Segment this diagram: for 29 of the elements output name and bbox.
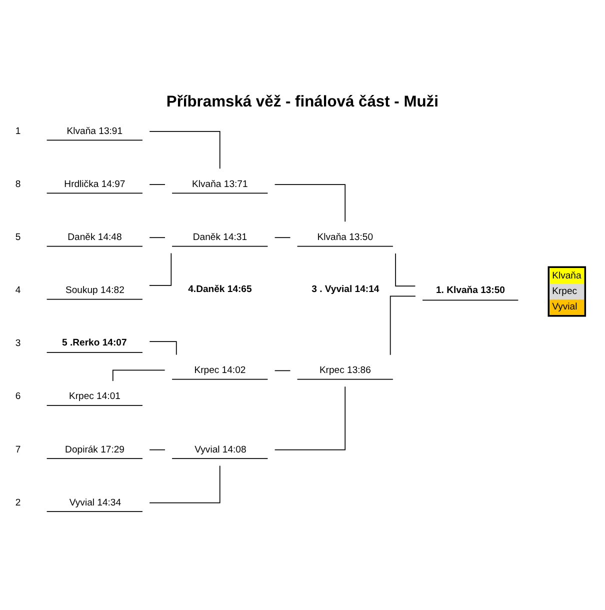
node-text: Soukup 14:82: [65, 285, 124, 296]
node-text: Klvaňa 13:71: [192, 178, 248, 190]
legend-label: Vyvial: [552, 302, 578, 313]
node-label: 1: [15, 126, 21, 137]
node-text: Daněk 14:48: [68, 232, 122, 244]
label: 3 . Vyvial 14:14: [312, 284, 380, 296]
node-text: Krpec 14:01: [68, 391, 120, 402]
node-text: Krpec 14:02: [194, 365, 246, 376]
node-text: Vyvial 14:34: [69, 497, 122, 508]
node-text: 1. Klvaňa 13:50: [436, 285, 506, 296]
node-text: Krpec 13:86: [319, 365, 371, 376]
node-text: Klvaňa 13:50: [317, 232, 374, 244]
node-label: 2: [15, 497, 21, 508]
node-text: 5 .Rerko 14:07: [62, 337, 127, 348]
node-text: Vyvial 14:08: [194, 444, 246, 456]
node-label: 3: [15, 338, 21, 350]
legend-label: Krpec: [552, 286, 578, 297]
label: 4.Daněk 14:65: [188, 284, 252, 296]
node-text: Klvaňa 13:91: [66, 126, 123, 137]
node-text: Hrdlička 14:97: [64, 178, 126, 190]
node-label: 7: [15, 444, 21, 456]
node-text: Dopirák 17:29: [65, 444, 125, 456]
legend-label: Klvaňa: [552, 270, 582, 282]
node-label: 4: [15, 285, 21, 296]
node-label: 8: [15, 178, 21, 190]
node-text: Daněk 14:31: [192, 232, 248, 244]
diagram-title: Příbramská věž - finálová část - Muži: [166, 94, 438, 111]
node-label: 6: [15, 391, 21, 402]
node-label: 5: [15, 232, 21, 244]
